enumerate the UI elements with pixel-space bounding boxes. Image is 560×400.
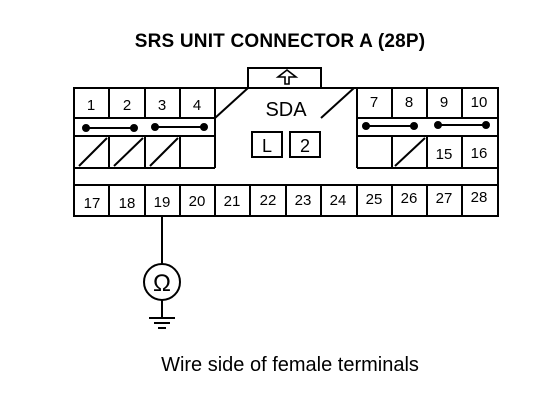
terminal-label: 26 <box>401 190 418 207</box>
up-arrow-icon <box>275 68 299 85</box>
terminal-label: 8 <box>405 94 413 111</box>
blank-cavity <box>113 137 144 167</box>
terminal-label: 20 <box>189 193 206 210</box>
terminal-label: 10 <box>471 94 488 111</box>
blank-cavity <box>214 87 249 119</box>
terminal-label: 22 <box>260 192 277 209</box>
blank-cavity <box>320 87 355 119</box>
diagram-title: SRS UNIT CONNECTOR A (28P) <box>134 31 426 52</box>
lock-label: 2 <box>300 136 310 156</box>
terminal-label: 4 <box>193 97 201 114</box>
housing-tab <box>247 67 322 88</box>
terminal-label: 27 <box>436 190 453 207</box>
terminal-label: 1 <box>87 97 95 114</box>
terminal-label: 21 <box>224 193 241 210</box>
terminal-label: 18 <box>119 195 136 212</box>
terminal-label: 7 <box>370 94 378 111</box>
terminal-label: 24 <box>330 192 347 209</box>
diagram-caption: Wire side of female terminals <box>161 354 419 376</box>
lock-box-l <box>251 131 283 158</box>
terminal-label: 23 <box>295 192 312 209</box>
terminal-label: 28 <box>471 189 488 206</box>
blank-cavity <box>394 137 426 167</box>
terminal-label: 2 <box>123 97 131 114</box>
terminal-label: 19 <box>154 194 171 211</box>
terminal-label: 25 <box>366 191 383 208</box>
terminal-label: 9 <box>440 94 448 111</box>
lock-box-2 <box>289 131 321 158</box>
lock-label: L <box>262 136 272 156</box>
terminal-label: 3 <box>158 97 166 114</box>
terminal-label: 16 <box>471 145 488 162</box>
terminal-label: 17 <box>84 195 101 212</box>
ground-icon <box>149 317 175 329</box>
blank-cavity <box>78 137 108 167</box>
center-label: SDA <box>265 99 307 121</box>
shorting-bars <box>82 121 490 132</box>
terminal-label: 15 <box>436 146 453 163</box>
ohm-symbol: Ω <box>153 270 171 297</box>
blank-cavity <box>149 137 179 167</box>
